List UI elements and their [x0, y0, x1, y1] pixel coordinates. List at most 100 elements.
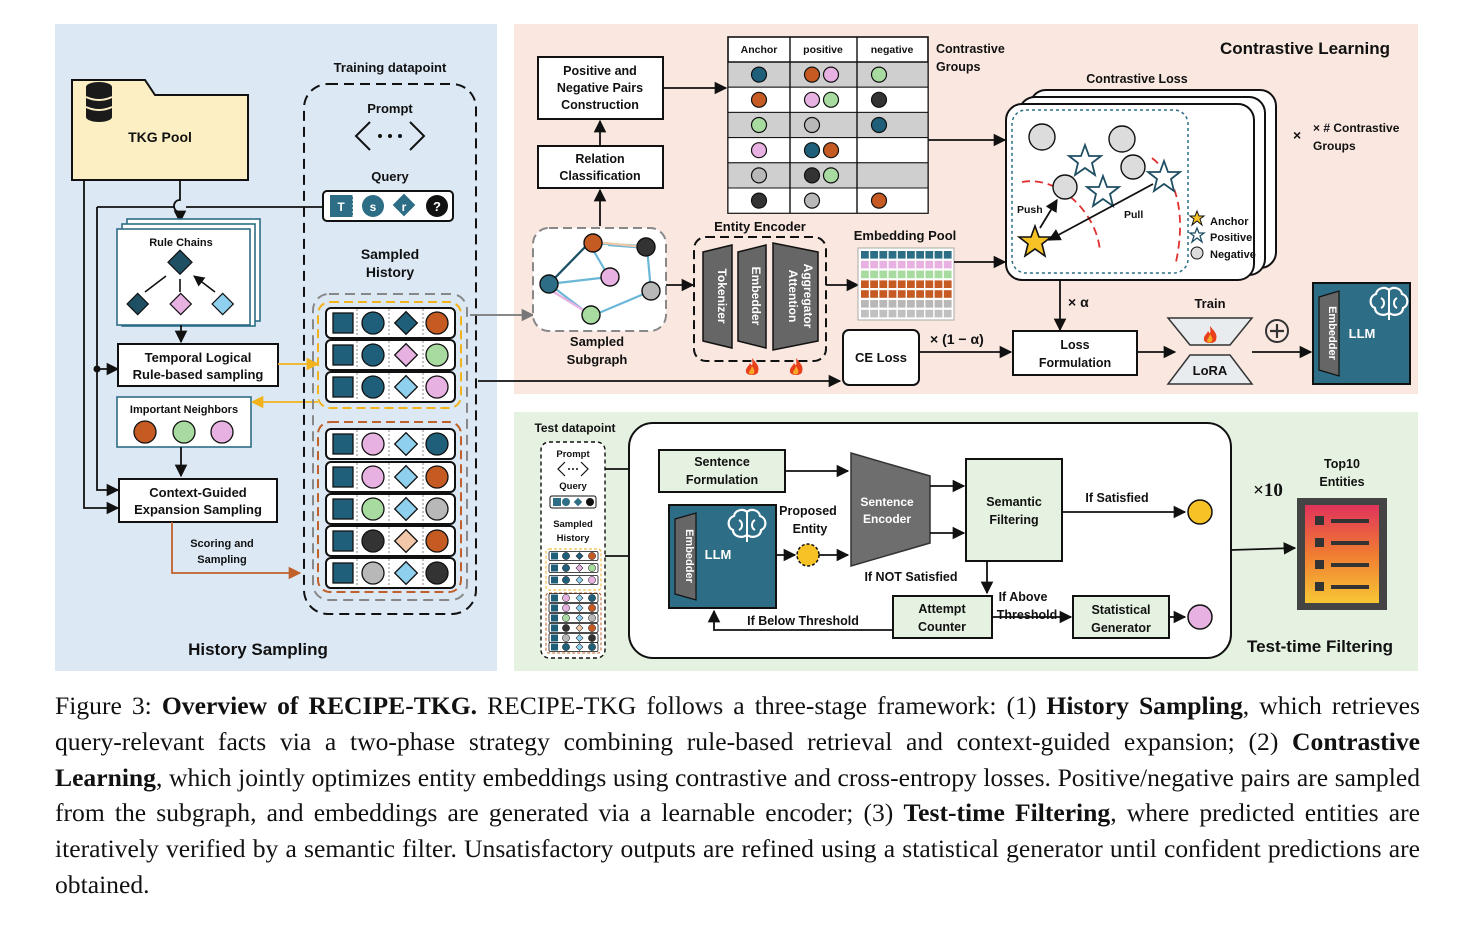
mini-history-row	[548, 603, 599, 613]
entity-square	[332, 466, 354, 488]
history-row	[325, 307, 456, 339]
contrastive-groups-label: Groups	[936, 60, 980, 74]
mini-history-row	[548, 642, 599, 652]
semantic-label: Semantic	[986, 495, 1042, 509]
relation-diamond	[393, 528, 419, 554]
history-row	[325, 557, 456, 589]
plus-icon	[1265, 319, 1289, 343]
entity-circle	[361, 343, 385, 367]
test-llm-embedder-label: Embedder	[683, 529, 695, 584]
test-history-label: Sampled	[553, 519, 593, 530]
table-row	[727, 137, 929, 164]
statistical-generator-box: Statistical Generator	[1072, 595, 1170, 639]
sentence-encoder-label: Encoder	[863, 512, 911, 526]
temporal-rule-label: Rule-based sampling	[133, 367, 264, 382]
output-entity-pink	[1187, 604, 1213, 630]
training-datapoint-title: Training datapoint	[334, 60, 447, 75]
caption-text: RECIPE-TKG follows a three-stage framewo…	[477, 691, 1047, 720]
relation-diamond	[393, 374, 419, 400]
legend-positive: Positive	[1210, 232, 1252, 244]
rule-chains-box: Rule Chains	[116, 228, 251, 326]
mini-history-row	[548, 623, 599, 633]
history-row	[325, 461, 456, 493]
training-datapoint-box	[303, 83, 477, 615]
caption-test-time-filtering: Test-time Filtering	[903, 798, 1111, 828]
pull-label: Pull	[1124, 209, 1143, 221]
sentence-formulation-box: Sentence Formulation	[658, 449, 786, 493]
alpha-label: × α	[1068, 294, 1089, 310]
entity-square	[332, 376, 354, 398]
proposed-entity-node	[796, 543, 820, 567]
if-satisfied-label: If Satisfied	[1085, 491, 1148, 505]
if-above-label: If Above	[999, 590, 1048, 604]
if-below-label: If Below Threshold	[747, 614, 859, 628]
history-row	[325, 428, 456, 460]
important-neighbors-label: Important Neighbors	[130, 404, 238, 416]
token-s: s	[370, 200, 377, 214]
top10-label: Top10	[1324, 457, 1360, 471]
tokenizer-block	[702, 244, 733, 349]
figure-caption: Figure 3: Overview of RECIPE-TKG. RECIPE…	[55, 688, 1420, 903]
positive-header: positive	[803, 44, 843, 56]
test-llm-label: LLM	[705, 547, 732, 562]
sampled-subgraph-label: Subgraph	[567, 352, 628, 367]
database-icon	[85, 82, 113, 122]
lora-block: LoRA	[1166, 317, 1254, 385]
top10-label: Entities	[1319, 475, 1364, 489]
contrastive-groups-table: Anchor positive negative	[727, 36, 929, 214]
history-row	[325, 371, 456, 403]
temporal-rule-box: Temporal Logical Rule-based sampling	[117, 343, 279, 387]
embedder-label: Embedder	[749, 267, 763, 326]
entity-circle	[361, 375, 385, 399]
legend-negative: Negative	[1210, 249, 1256, 261]
test-history-label: History	[557, 533, 590, 544]
table-row	[727, 111, 929, 139]
semantic-label: Filtering	[989, 513, 1038, 527]
entity-square	[332, 498, 354, 520]
push-label: Push	[1017, 204, 1043, 216]
query-label: Query	[371, 169, 409, 184]
train-label: Train	[1194, 296, 1225, 311]
contrastive-learning-title: Contrastive Learning	[1220, 39, 1390, 58]
proposed-entity-label: Proposed	[779, 504, 837, 518]
multiplier-label: Groups	[1313, 139, 1356, 153]
llm-train-block: Embedder LLM	[1312, 282, 1411, 385]
proposed-entity-label: Entity	[793, 522, 828, 536]
attention-label: Aggregator	[801, 264, 815, 329]
entity-circle	[361, 465, 385, 489]
entity-circle	[425, 432, 449, 456]
token-r: r	[402, 200, 407, 214]
attempt-counter-box: Attempt Counter	[892, 595, 993, 639]
test-datapoint-box: Prompt Query Sampled History	[540, 441, 606, 659]
token-t: T	[337, 200, 345, 214]
embedder-block	[737, 244, 767, 349]
entity-circle	[425, 497, 449, 521]
relation-diamond	[393, 431, 419, 457]
entity-square	[332, 344, 354, 366]
mini-history-row	[548, 593, 599, 603]
relation-label: Classification	[559, 169, 640, 183]
entity-circle	[425, 561, 449, 585]
loss-label: Formulation	[1039, 356, 1111, 370]
rule-chains-label: Rule Chains	[149, 237, 213, 249]
scoring-label: Scoring and	[190, 538, 254, 550]
anchor-star-icon	[1016, 223, 1054, 258]
diamond-icon	[211, 292, 235, 316]
llm-embedder-label: Embedder	[1326, 306, 1338, 361]
output-entity-yellow	[1187, 499, 1213, 525]
contrastive-loss-box: Push Pull Anchor Positive Negative	[1005, 103, 1256, 281]
if-above-label: Threshold	[997, 608, 1057, 622]
mini-history-row	[548, 613, 599, 623]
test-prompt-label: Prompt	[556, 449, 590, 460]
semantic-filtering-box: Semantic Filtering	[965, 458, 1063, 562]
embedding-pool-label: Embedding Pool	[854, 228, 957, 243]
sampled-subgraph	[532, 227, 667, 332]
caption-text: , which jointly optimizes entity embeddi…	[55, 762, 1420, 828]
entity-square	[332, 562, 354, 584]
llm-label: LLM	[1349, 326, 1376, 341]
history-row	[325, 493, 456, 525]
loss-formulation-box: Loss Formulation	[1012, 330, 1138, 376]
table-row	[727, 61, 929, 88]
caption-text: , where predicted entities are iterative…	[55, 798, 1420, 899]
ce-loss-label: CE Loss	[855, 350, 907, 365]
